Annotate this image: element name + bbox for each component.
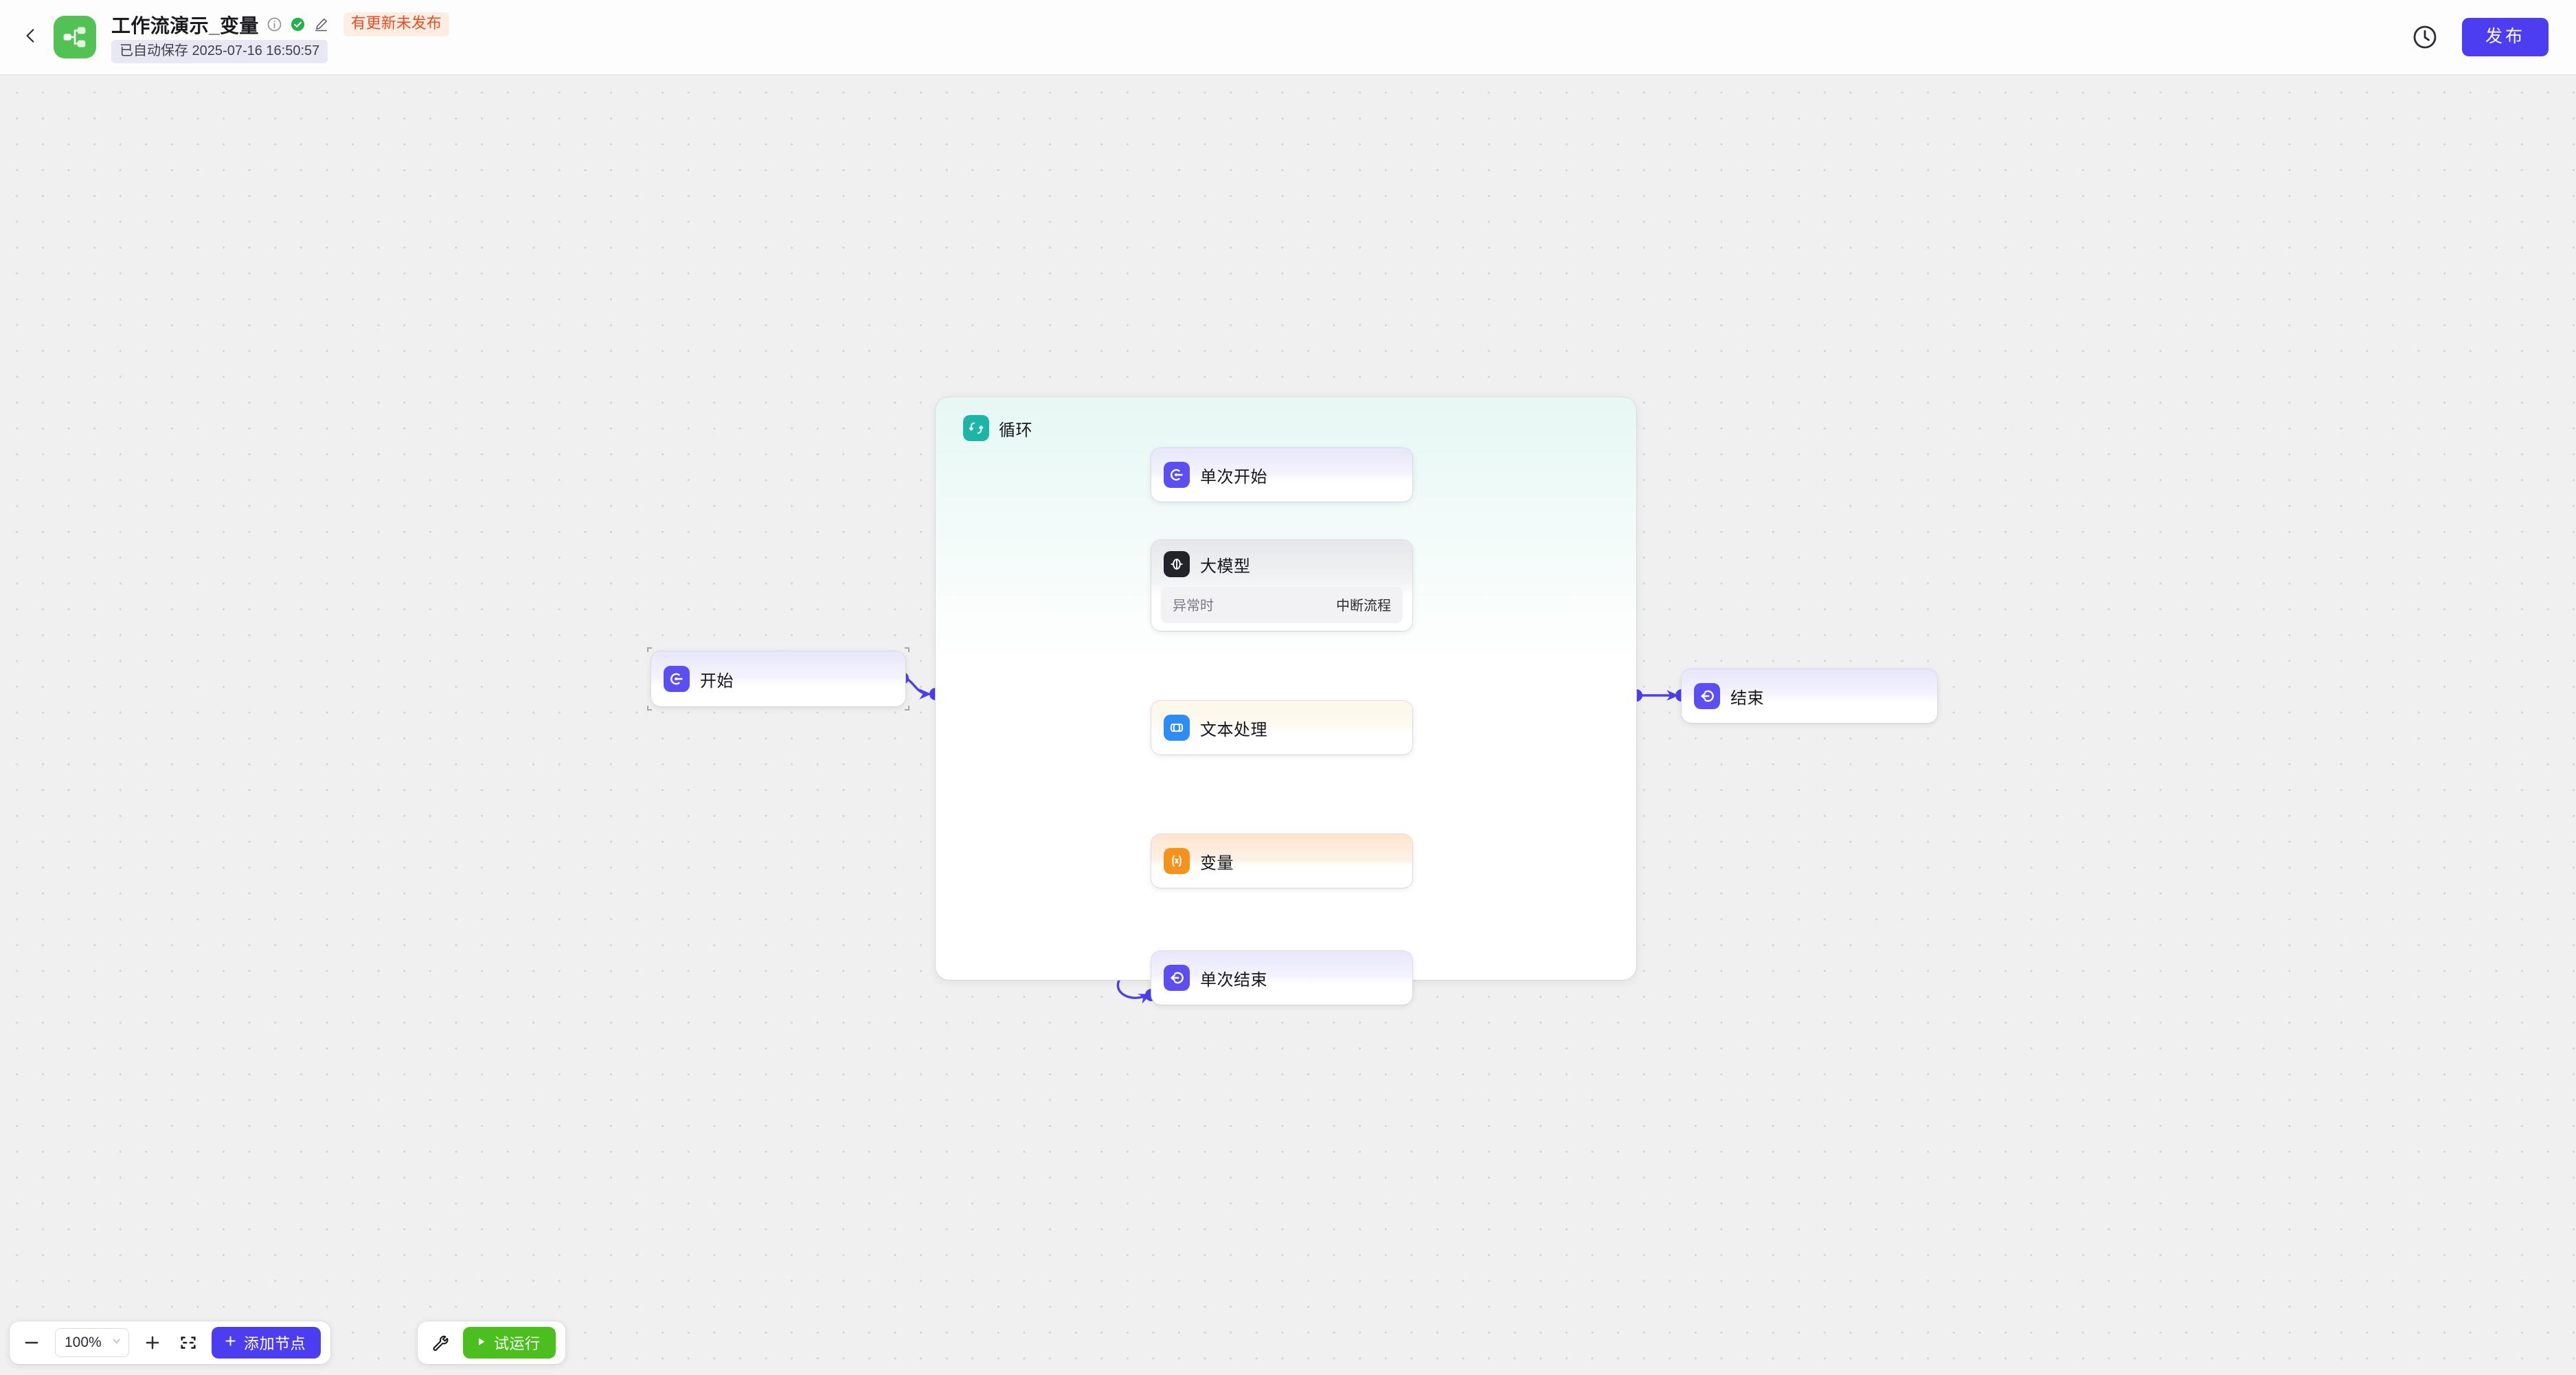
canvas-run-toolbar: 试运行	[418, 1321, 565, 1364]
node-llm-head: 大模型	[1151, 540, 1412, 580]
page-title: 工作流演示_变量	[111, 14, 259, 36]
node-llm-exception-row[interactable]: 异常时 中断流程	[1161, 587, 1403, 623]
wrench-icon[interactable]	[427, 1330, 452, 1355]
node-batch-end[interactable]: 单次结束	[1151, 951, 1412, 1005]
node-variable[interactable]: 变量	[1151, 834, 1412, 888]
node-end-label: 结束	[1730, 689, 1764, 708]
top-bar-actions: 发布	[2411, 18, 2549, 56]
check-circle-icon	[290, 16, 306, 32]
info-circle-icon[interactable]	[267, 16, 282, 32]
node-end[interactable]: 结束	[1682, 669, 1937, 723]
run-test-label: 试运行	[494, 1335, 541, 1352]
chevron-down-icon	[111, 1334, 122, 1351]
node-start[interactable]: 开始	[651, 651, 905, 706]
title-row: 工作流演示_变量 有更新未发布	[111, 12, 449, 38]
node-llm-label: 大模型	[1200, 557, 1251, 576]
node-batch-end-label: 单次结束	[1200, 970, 1267, 990]
run-test-button[interactable]: 试运行	[463, 1327, 556, 1359]
node-start-head: 开始	[651, 651, 905, 706]
workflow-logo-icon	[54, 16, 96, 58]
text-process-icon	[1164, 715, 1190, 741]
zoom-level-value: 100%	[65, 1334, 102, 1350]
loop-icon	[963, 415, 989, 441]
end-arrow-icon	[1694, 683, 1720, 709]
chevron-left-icon	[22, 27, 40, 48]
top-bar: 工作流演示_变量 有更新未发布	[0, 0, 2576, 76]
exception-label: 异常时	[1173, 599, 1214, 614]
node-end-head: 结束	[1682, 669, 1937, 723]
node-batch-start-head: 单次开始	[1151, 448, 1412, 502]
add-node-button[interactable]: 添加节点	[212, 1327, 321, 1359]
node-variable-label: 变量	[1200, 853, 1234, 873]
add-node-label: 添加节点	[244, 1335, 306, 1352]
node-loop-head: 循环	[936, 397, 1636, 441]
clock-icon[interactable]	[2411, 23, 2439, 51]
pencil-icon[interactable]	[313, 16, 329, 32]
llm-icon	[1164, 551, 1190, 577]
exception-value: 中断流程	[1336, 599, 1391, 614]
start-arrow-icon	[1164, 462, 1190, 488]
node-loop-label: 循环	[999, 421, 1032, 440]
back-button[interactable]	[15, 21, 47, 53]
zoom-in-button[interactable]	[140, 1330, 165, 1355]
node-llm[interactable]: 大模型 异常时 中断流程	[1151, 540, 1412, 631]
node-text-process-label: 文本处理	[1200, 720, 1267, 739]
node-batch-start-label: 单次开始	[1200, 467, 1267, 487]
canvas-zoom-toolbar: 100% 添加节点	[10, 1321, 331, 1364]
node-start-label: 开始	[700, 671, 734, 691]
title-block: 工作流演示_变量 有更新未发布	[111, 12, 449, 63]
variable-icon	[1164, 848, 1190, 874]
node-variable-head: 变量	[1151, 834, 1412, 888]
start-arrow-icon	[664, 666, 690, 692]
zoom-out-button[interactable]	[19, 1330, 44, 1355]
plus-icon	[223, 1334, 238, 1352]
autosave-status: 已自动保存 2025-07-16 16:50:57	[111, 39, 328, 63]
play-icon	[475, 1334, 487, 1352]
node-batch-start[interactable]: 单次开始	[1151, 448, 1412, 502]
node-text-process[interactable]: 文本处理	[1151, 701, 1412, 754]
status-badge-unpublished: 有更新未发布	[343, 12, 449, 36]
node-text-process-head: 文本处理	[1151, 701, 1412, 754]
zoom-level-select[interactable]: 100%	[55, 1328, 129, 1357]
end-arrow-icon	[1164, 965, 1190, 991]
publish-button[interactable]: 发布	[2461, 18, 2549, 56]
workflow-canvas[interactable]: 开始 循环 单	[0, 77, 2576, 1375]
fit-view-button[interactable]	[176, 1330, 201, 1355]
node-batch-end-head: 单次结束	[1151, 951, 1412, 1005]
